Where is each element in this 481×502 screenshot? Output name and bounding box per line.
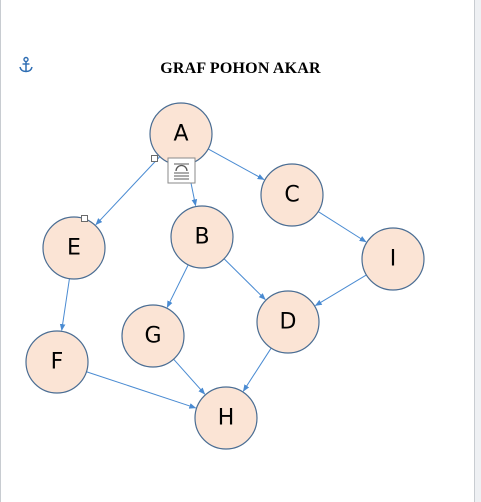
node-circle[interactable] (42, 216, 106, 280)
node-circle[interactable] (256, 290, 320, 354)
node-label: B (194, 225, 209, 250)
node-h[interactable]: H (194, 386, 258, 450)
edge-d-h[interactable] (242, 347, 272, 392)
document-title: GRAF POHON AKAR (160, 60, 321, 77)
node-label: A (173, 122, 188, 147)
node-label: I (390, 247, 397, 272)
layout-options-icon[interactable] (167, 157, 196, 184)
node-f[interactable]: F (25, 330, 89, 394)
edge-c-i[interactable] (317, 211, 367, 243)
node-label: E (67, 236, 81, 261)
edge-b-g[interactable] (166, 264, 189, 308)
node-g[interactable]: G (121, 304, 185, 368)
node-circle[interactable] (25, 330, 89, 394)
node-circle[interactable] (121, 304, 185, 368)
node-circle[interactable] (260, 163, 324, 227)
edge-a-e[interactable] (95, 156, 161, 226)
node-circle[interactable] (170, 205, 234, 269)
node-circle[interactable] (194, 386, 258, 450)
selection-handle-start[interactable] (151, 155, 158, 162)
node-label: C (284, 183, 299, 208)
edge-e-f[interactable] (59, 278, 70, 332)
node-i[interactable]: I (361, 227, 425, 291)
edge-a-c[interactable] (207, 148, 265, 181)
node-a[interactable]: A (149, 102, 213, 166)
node-c[interactable]: C (260, 163, 324, 227)
anchor-icon[interactable] (17, 56, 35, 74)
node-label: H (218, 406, 235, 431)
node-label: G (144, 324, 161, 349)
edge-b-d[interactable] (223, 258, 266, 300)
page-margin (475, 0, 481, 502)
node-b[interactable]: B (170, 205, 234, 269)
edge-f-h[interactable] (86, 371, 197, 409)
selection-handle-end[interactable] (81, 215, 88, 222)
node-d[interactable]: D (256, 290, 320, 354)
edge-g-h[interactable] (173, 358, 206, 395)
node-label: F (51, 350, 64, 375)
node-e[interactable]: E (42, 216, 106, 280)
node-circle[interactable] (361, 227, 425, 291)
edge-i-d[interactable] (314, 274, 367, 306)
node-label: D (280, 310, 297, 335)
